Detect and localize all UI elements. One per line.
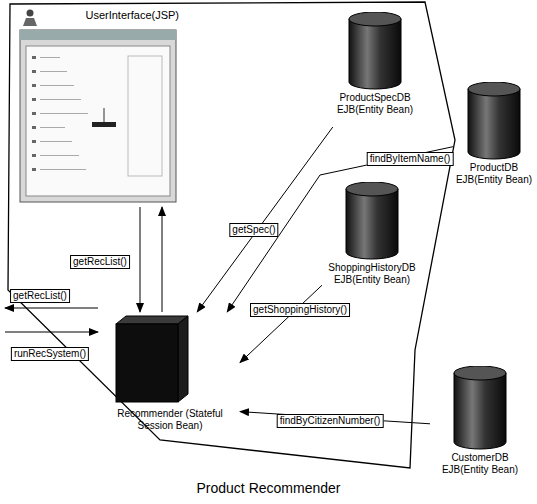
- node-label: ProductSpecDB EJB(Entity Bean): [325, 92, 425, 116]
- edge-label: getSpec(): [229, 223, 278, 237]
- node-label: ProductDB EJB(Entity Bean): [453, 162, 535, 186]
- region-caption: Product Recommender: [0, 480, 537, 496]
- user-icon: [20, 8, 40, 28]
- call-arrow: [240, 285, 322, 362]
- screenshot-illustration: [18, 26, 178, 206]
- cylinder-shape: [453, 366, 507, 450]
- call-arrow: [227, 147, 453, 312]
- cube-shape: [112, 314, 192, 406]
- method-label: runRecSystem(): [11, 347, 89, 361]
- database-cylinder: ShoppingHistoryDB EJB(Entity Bean): [322, 182, 422, 294]
- call-arrow: [140, 207, 141, 312]
- edge-label: findByItemName(): [367, 152, 454, 166]
- user-interface: UserInterface(JSP): [18, 8, 183, 207]
- edge-label: getRecList(): [70, 255, 130, 269]
- cylinder-shape: [345, 182, 399, 260]
- edge-label: findByCitizenNumber(): [277, 414, 384, 428]
- call-arrow: [197, 127, 333, 312]
- node-label: CustomerDB EJB(Entity Bean): [430, 452, 530, 476]
- cylinder-shape: [467, 82, 521, 160]
- method-label: getRecList(): [10, 289, 70, 303]
- node-label: UserInterface(JSP): [18, 8, 183, 22]
- node-label: ShoppingHistoryDB EJB(Entity Bean): [322, 262, 422, 286]
- database-cylinder: ProductDB EJB(Entity Bean): [453, 82, 535, 194]
- session-bean-cube: Recommender (Stateful Session Bean): [100, 312, 240, 437]
- database-cylinder: ProductSpecDB EJB(Entity Bean): [325, 12, 425, 127]
- database-cylinder: CustomerDB EJB(Entity Bean): [430, 366, 530, 488]
- call-arrow: [162, 207, 163, 312]
- edge-label: getShoppingHistory(): [250, 303, 350, 317]
- node-label: Recommender (Stateful Session Bean): [100, 408, 240, 432]
- cylinder-shape: [348, 12, 402, 90]
